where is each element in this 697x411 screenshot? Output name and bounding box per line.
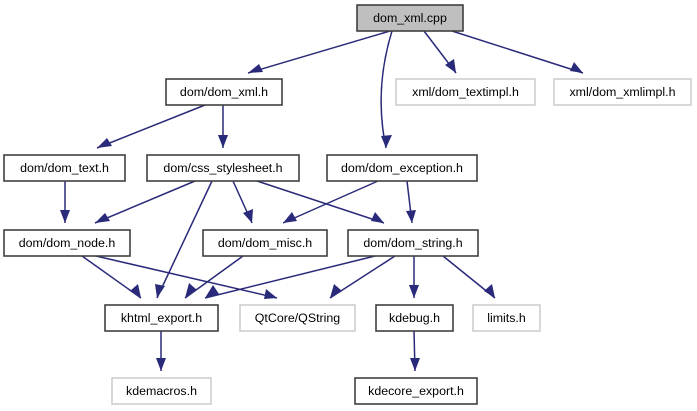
arrowhead-icon (283, 212, 297, 223)
graph-node-dom_xml_h[interactable]: dom/dom_xml.h (165, 78, 283, 106)
arrowhead-icon (445, 59, 456, 73)
node-box[interactable] (239, 304, 356, 332)
arrowhead-icon (406, 210, 416, 223)
arrowhead-icon (155, 284, 165, 298)
graph-node-dom_text_h[interactable]: dom/dom_text.h (3, 154, 126, 182)
node-box[interactable] (104, 304, 219, 332)
node-box[interactable] (395, 78, 536, 106)
arrowhead-icon (60, 210, 70, 223)
graph-node-kdecore_export_h[interactable]: kdecore_export.h (354, 377, 478, 405)
edge-line (156, 180, 213, 299)
edge-css_stylesheet_h-to-khtml_export_h (155, 180, 213, 299)
arrowhead-icon (130, 284, 141, 298)
edge-css_stylesheet_h-to-dom_node_h (94, 180, 196, 224)
arrowhead-icon (371, 212, 384, 223)
arrowhead-icon (381, 135, 392, 148)
arrowhead-icon (218, 135, 228, 148)
arrowhead-icon (248, 64, 263, 73)
arrowhead-icon (97, 138, 112, 148)
graph-node-dom_xml_cpp[interactable]: dom_xml.cpp (356, 4, 464, 32)
edge-dom_string_h-to-qtcore_qstring (329, 255, 396, 299)
edge-dom_xml_cpp-to-dom_xml_h (247, 30, 391, 74)
edge-line (247, 30, 391, 74)
edge-dom_xml_cpp-to-dom_textimpl_h (423, 30, 457, 74)
arrowhead-icon (410, 358, 420, 371)
edge-dom_misc_h-to-khtml_export_h (184, 255, 244, 299)
node-box[interactable] (354, 377, 478, 405)
edge-line (380, 30, 393, 149)
graph-node-kdebug_h[interactable]: kdebug.h (375, 304, 454, 332)
arrowhead-icon (205, 285, 219, 298)
edge-dom_node_h-to-qtcore_qstring (95, 255, 278, 299)
graph-node-kdemacros_h[interactable]: kdemacros.h (111, 377, 212, 405)
arrowhead-icon (264, 289, 277, 299)
node-layer: dom_xml.cpp dom/dom_xml.h xml/dom_textimpl… (3, 4, 692, 405)
node-box[interactable] (3, 229, 131, 257)
node-box[interactable] (3, 154, 126, 182)
arrowhead-icon (570, 62, 583, 73)
edge-line (451, 30, 584, 74)
node-box[interactable] (472, 304, 541, 332)
graph-node-dom_node_h[interactable]: dom/dom_node.h (3, 229, 131, 257)
edge-dom_xml_h-to-css_stylesheet_h (218, 105, 228, 148)
edge-dom_string_h-to-khtml_export_h (204, 255, 376, 299)
node-box[interactable] (111, 377, 212, 405)
edge-css_stylesheet_h-to-dom_misc_h (232, 180, 253, 224)
arrowhead-icon (156, 358, 166, 371)
edge-line (204, 255, 376, 299)
edge-line (94, 180, 196, 224)
edge-kdebug_h-to-kdecore_export_h (410, 330, 420, 372)
node-box[interactable] (146, 154, 300, 182)
graph-node-dom_textimpl_h[interactable]: xml/dom_textimpl.h (395, 78, 536, 106)
graph-node-dom_misc_h[interactable]: dom/dom_misc.h (202, 229, 328, 257)
node-box[interactable] (202, 229, 328, 257)
graph-node-limits_h[interactable]: limits.h (472, 304, 541, 332)
node-box[interactable] (553, 78, 692, 106)
graph-node-dom_xmlimpl_h[interactable]: xml/dom_xmlimpl.h (553, 78, 692, 106)
arrowhead-icon (330, 284, 342, 298)
arrowhead-icon (185, 283, 197, 298)
graph-node-khtml_export_h[interactable]: khtml_export.h (104, 304, 219, 332)
edge-line (95, 255, 278, 299)
node-box[interactable] (347, 229, 479, 257)
node-box[interactable] (356, 4, 464, 32)
edge-line (282, 180, 379, 224)
edge-khtml_export_h-to-kdemacros_h (156, 331, 166, 371)
graph-node-css_stylesheet_h[interactable]: dom/css_stylesheet.h (146, 154, 300, 182)
edge-dom_xml_cpp-to-dom_xmlimpl_h (451, 30, 584, 74)
edge-dom_xml_cpp-to-dom_exception_h (380, 30, 393, 149)
edge-line (256, 180, 385, 224)
edge-dom_string_h-to-limits_h (442, 255, 496, 299)
edge-dom_node_h-to-khtml_export_h (81, 255, 142, 299)
edge-dom_text_h-to-dom_node_h (60, 181, 70, 223)
edge-dom_string_h-to-kdebug_h (409, 256, 419, 298)
edge-css_stylesheet_h-to-dom_string_h (256, 180, 385, 224)
graph-node-qtcore_qstring[interactable]: QtCore/QString (239, 304, 356, 332)
arrowhead-icon (409, 285, 419, 298)
node-box[interactable] (375, 304, 454, 332)
edge-dom_exception_h-to-dom_misc_h (282, 180, 379, 224)
graph-node-dom_string_h[interactable]: dom/dom_string.h (347, 229, 479, 257)
node-box[interactable] (326, 154, 478, 182)
arrowhead-icon (243, 209, 253, 223)
arrowhead-icon (484, 284, 495, 298)
edge-dom_exception_h-to-dom_string_h (406, 180, 416, 224)
arrowhead-icon (95, 213, 110, 223)
edge-line (96, 104, 206, 149)
edge-layer (60, 30, 584, 372)
edge-dom_xml_h-to-dom_text_h (96, 104, 206, 149)
node-box[interactable] (165, 78, 283, 106)
graph-node-dom_exception_h[interactable]: dom/dom_exception.h (326, 154, 478, 182)
